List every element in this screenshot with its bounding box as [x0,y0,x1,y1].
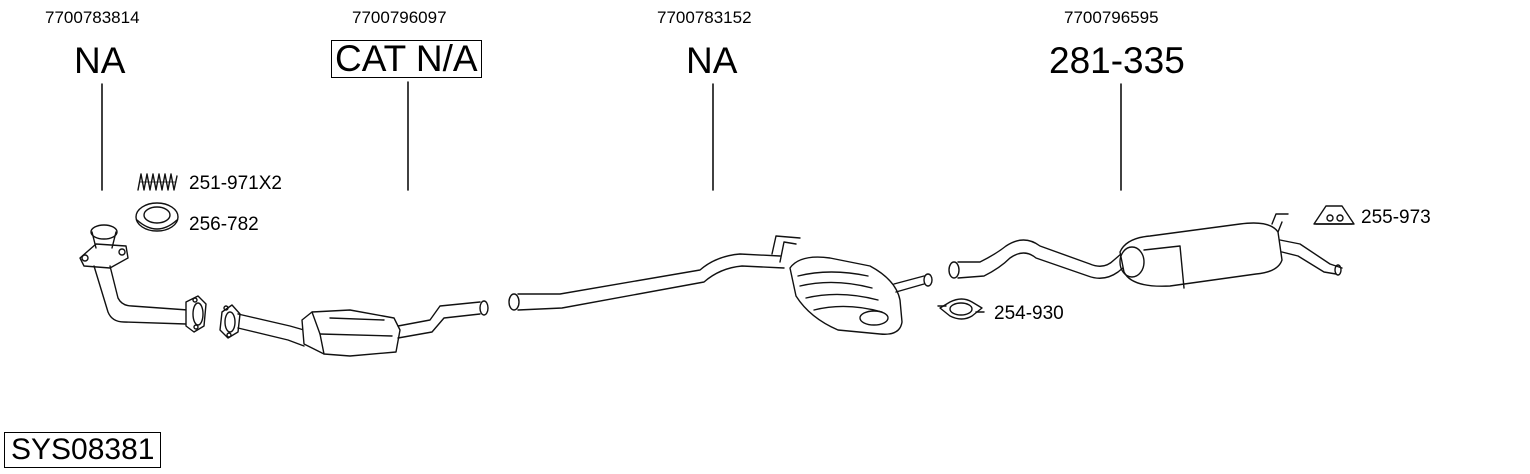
accessory-label-mount: 255-973 [1361,207,1431,228]
accessory-label-gasket: 256-782 [189,214,259,235]
middle-silencer-part [508,235,933,335]
accessory-label-spring: 251-971X2 [189,173,282,194]
clamp-icon [937,298,985,320]
oem-number-middle-silencer: 7700783152 [657,8,752,27]
ref-front-pipe: NA [74,40,126,81]
accessory-label-clamp: 254-930 [994,303,1064,324]
gasket-ring-icon [135,202,179,232]
rubber-mount-icon [1313,205,1355,225]
ref-middle-silencer: NA [686,40,738,81]
oem-number-front-pipe: 7700783814 [45,8,140,27]
oem-number-catalyst: 7700796097 [352,8,447,27]
front-pipe-part [79,224,207,333]
rear-silencer-part [948,213,1343,289]
ref-rear-silencer: 281-335 [1049,40,1185,81]
oem-number-rear-silencer: 7700796595 [1064,8,1159,27]
catalyst-part [219,300,489,357]
spring-icon [137,173,178,191]
system-code: SYS08381 [4,432,162,468]
ref-catalyst: CAT N/A [331,40,482,78]
